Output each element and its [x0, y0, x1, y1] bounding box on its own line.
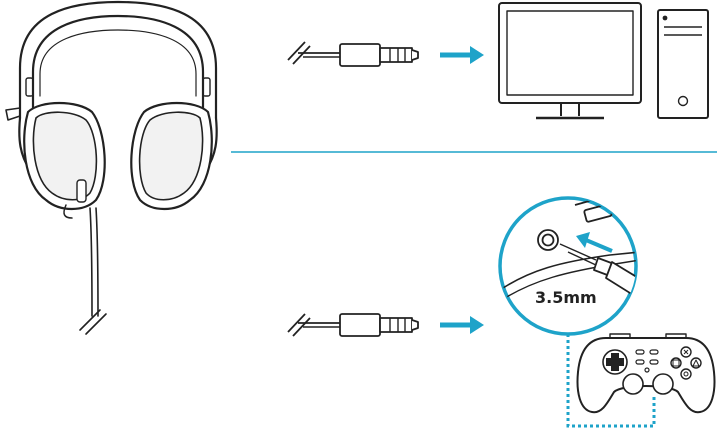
headphone-jack-callout-icon: 3.5mm — [498, 196, 638, 336]
jack-size-label: 3.5mm — [535, 288, 597, 307]
right-arrow-icon — [440, 46, 484, 64]
audio-plug-icon — [287, 41, 419, 67]
audio-plug-icon — [287, 313, 419, 337]
game-controller-icon — [576, 333, 716, 414]
computer-tower-icon — [657, 9, 709, 119]
right-arrow-icon — [440, 316, 484, 334]
headset-icon — [5, 0, 218, 335]
callout-connector — [566, 334, 656, 428]
computer-monitor-icon — [498, 2, 642, 120]
